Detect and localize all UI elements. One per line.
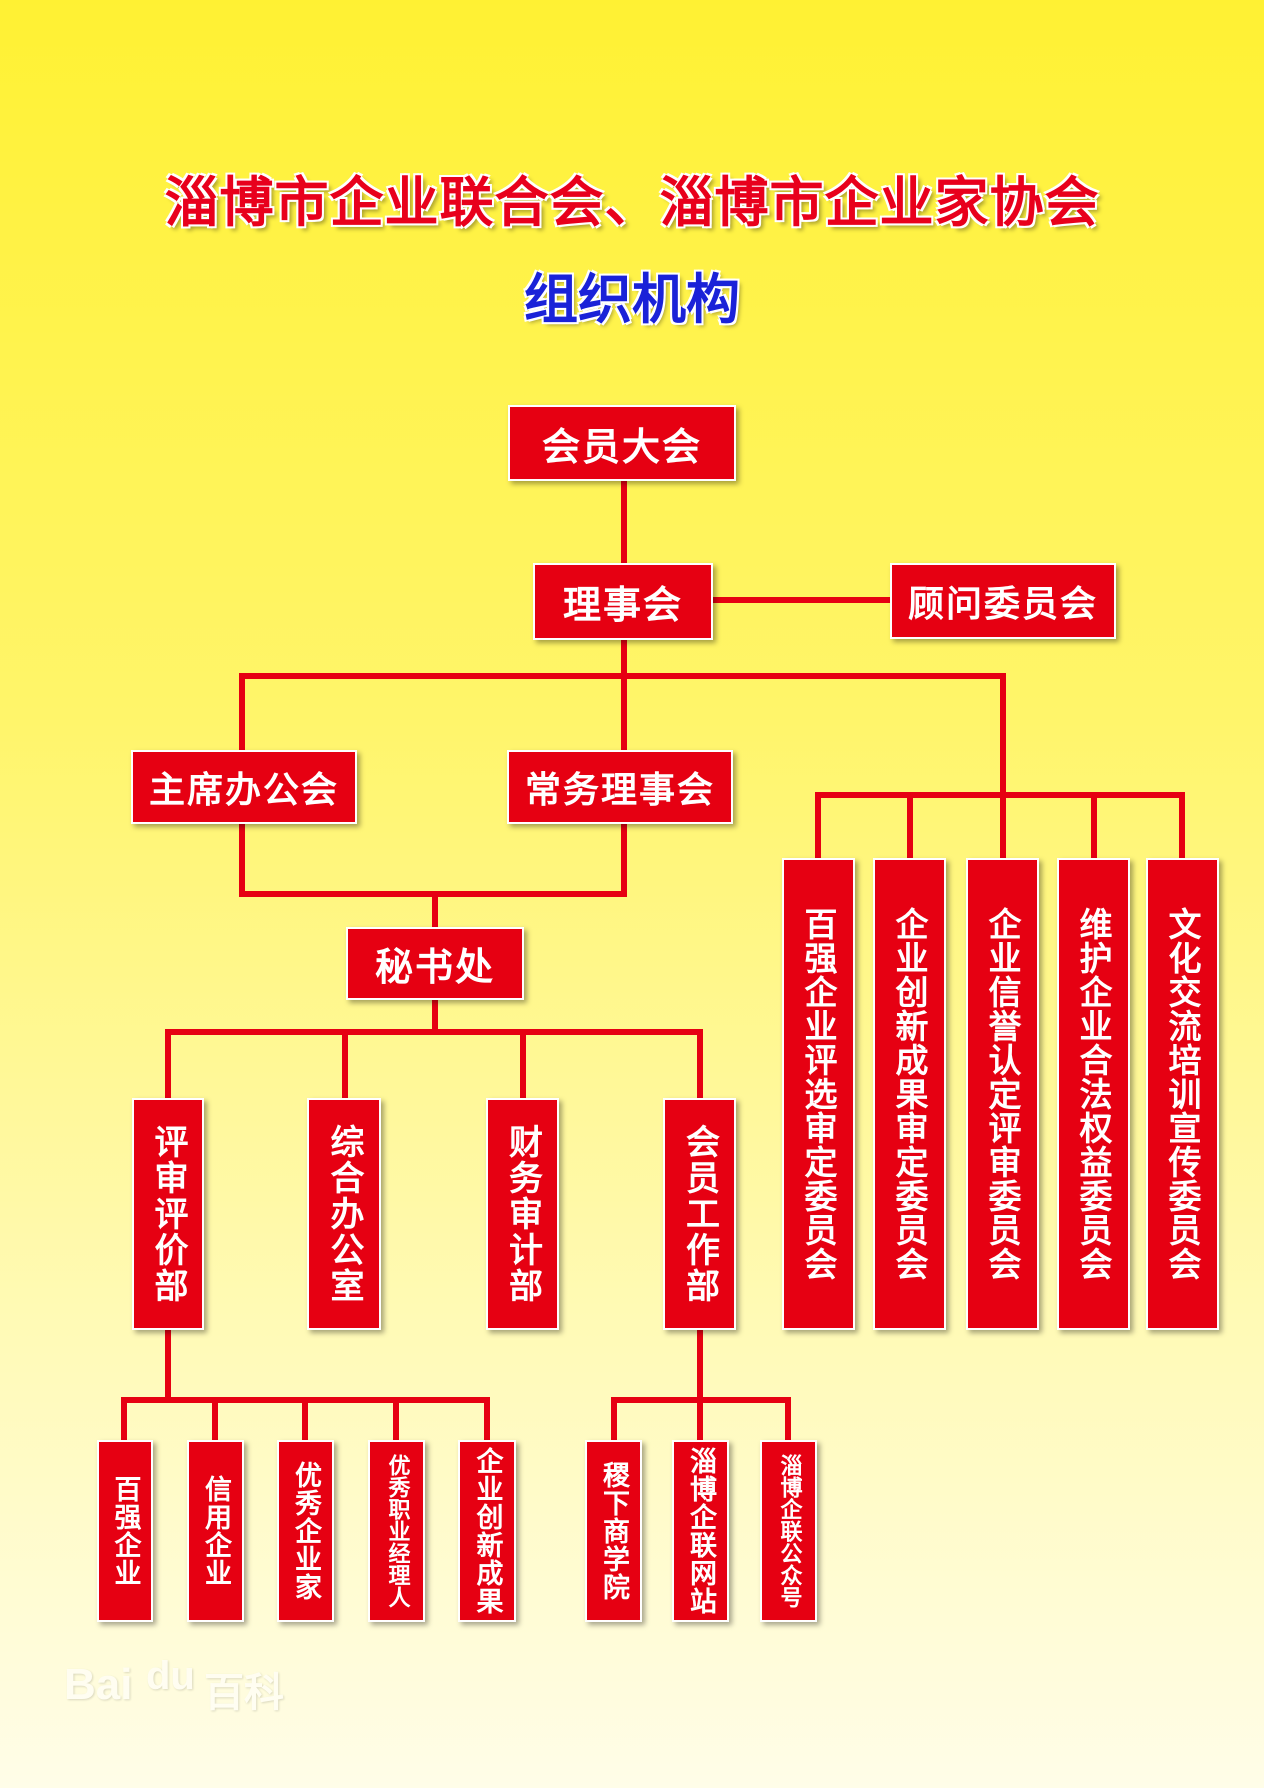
node-secretariat: 秘书处 [346,927,524,1000]
node-standing-council: 常务理事会 [507,750,733,824]
node-member-unit: 淄博企联网站 [672,1440,729,1622]
node-review-unit: 优秀职业经理人 [368,1440,425,1622]
node-committee: 百强企业评选审定委员会 [782,858,855,1330]
node-committee: 企业创新成果审定委员会 [873,858,946,1330]
watermark-label: 百科 [204,1670,284,1716]
node-dept-general-office: 综合办公室 [307,1098,381,1330]
page-subtitle: 组织机构 [524,267,740,331]
node-member-unit: 稷下商学院 [585,1440,642,1622]
node-member-unit: 淄博企联公众号 [760,1440,817,1622]
node-dept-member: 会员工作部 [663,1098,736,1330]
node-committee: 文化交流培训宣传委员会 [1146,858,1219,1330]
node-review-unit: 百强企业 [97,1440,153,1622]
paw-icon: du [146,1654,195,1698]
page-title: 淄博市企业联合会、淄博市企业家协会 [164,170,1100,234]
node-committee: 企业信誉认定评审委员会 [966,858,1039,1330]
baidu-baike-watermark: Bai du 百科 [64,1632,304,1732]
node-review-unit: 企业创新成果 [458,1440,516,1622]
node-council: 理事会 [533,563,713,640]
node-general-assembly: 会员大会 [508,405,736,481]
node-advisory-committee: 顾问委员会 [890,563,1116,639]
node-review-unit: 优秀企业家 [277,1440,334,1622]
node-committee: 维护企业合法权益委员会 [1057,858,1130,1330]
node-review-unit: 信用企业 [187,1440,244,1622]
node-dept-review: 评审评价部 [132,1098,204,1330]
watermark-brand: Bai [64,1660,133,1709]
node-dept-finance: 财务审计部 [486,1098,559,1330]
node-chairman-office: 主席办公会 [131,750,357,824]
